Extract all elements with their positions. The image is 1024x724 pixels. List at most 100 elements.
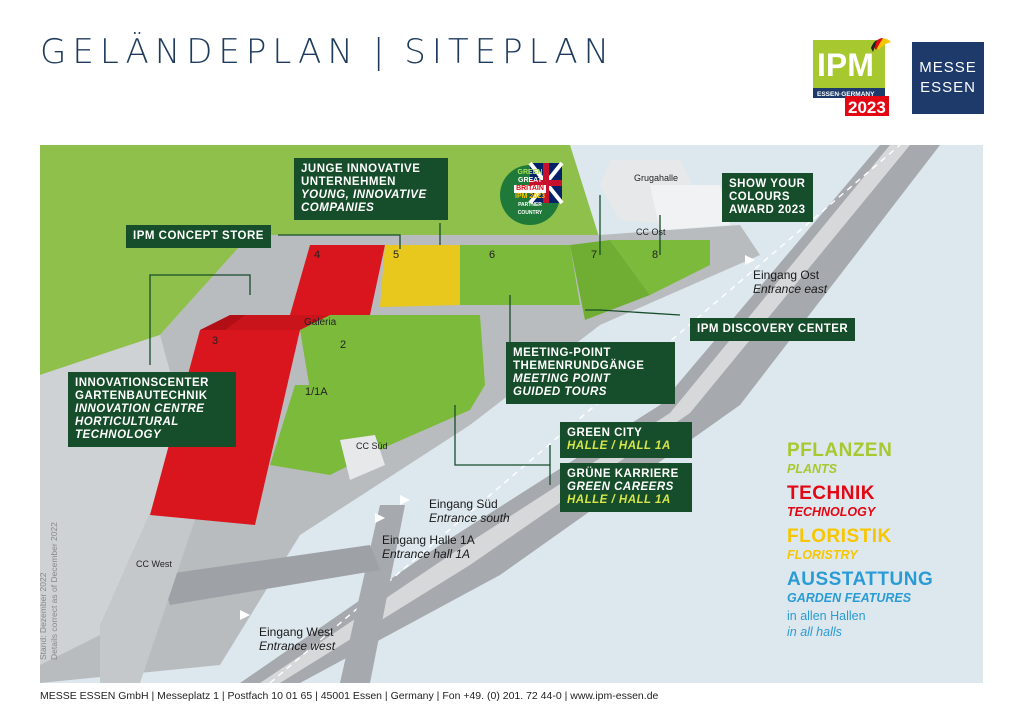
entrance-east-en: Entrance east [753,282,828,296]
hall-2-label: 2 [340,339,347,351]
meeting-en1: MEETING POINT [513,373,611,385]
hall-4-label: 4 [314,249,321,261]
entrance-south-en: Entrance south [429,511,510,525]
galeria-label: Galeria [304,317,337,328]
badge-line5: PARTNER [518,202,542,208]
legend: PFLANZEN PLANTS TECHNIK TECHNOLOGY FLORI… [787,440,987,640]
legend-plants: PLANTS [787,462,837,476]
cc-west-label: CC West [136,559,172,569]
stand-note: Stand: Dezember 2022 Details correct as … [38,522,60,660]
entrance-south-arrow-1 [400,495,410,505]
hall-5 [380,245,460,307]
ipm-logo: IPM ESSEN·GERMANY 2023 [813,38,891,117]
ipm-logo-name: IPM [817,47,874,83]
title-separator: | [372,32,391,72]
badge-line3: BRITAIN [514,185,546,193]
hall-6 [460,245,580,305]
hall-8-label: 8 [652,249,659,261]
leader-discovery [585,309,681,316]
flag-cross-h [530,180,562,186]
meeting-de2: THEMENRUNDGÄNGE [513,360,645,372]
ipm-logo-leaf-red [873,38,883,50]
entrance-east-label: Eingang Ost Entrance east [753,268,827,296]
innov-en3: TECHNOLOGY [75,429,162,441]
entrance-hall1a-arrow [375,513,385,523]
leader-concept [278,234,401,249]
stand-de: Stand: Dezember 2022 [38,572,48,660]
entrance-east-arrow [745,255,755,265]
callout-discovery-center: IPM DISCOVERY CENTER [690,318,856,341]
meeting-en2: GUIDED TOURS [513,386,607,398]
discovery-label: IPM DISCOVERY CENTER [697,323,849,335]
ipm-logo-leaf-black [871,40,877,52]
show-l1: SHOW YOUR [729,178,806,190]
cc-sued-building [340,435,385,480]
hall-1-1a [270,385,485,475]
entrance-south-de: Eingang Süd [429,497,498,511]
cc-sued-label: CC Süd [356,441,388,451]
entrance-hall1a-label: Eingang Halle 1A Entrance hall 1A [382,533,475,561]
legend-pflanzen: PFLANZEN [787,440,893,461]
entrance-west-en: Entrance west [259,639,336,653]
callout-concept-store: IPM CONCEPT STORE [126,225,271,248]
callout-gruene-karriere: GRÜNE KARRIERE GREEN CAREERS HALLE / HAL… [560,463,692,512]
hall-8 [610,240,710,295]
badge-line4: IPM 2023 [515,193,545,200]
legend-all-en: in all halls [787,625,842,639]
badge-line6: COUNTRY [517,210,543,216]
site-map: GREEN GREAT BRITAIN IPM 2023 PARTNER COU… [40,145,983,683]
legend-floristik: FLORISTIK [787,526,892,547]
legend-technik: TECHNIK [787,483,875,504]
hall-2 [300,315,485,390]
site-map-svg [40,145,983,683]
badge-line1: GREEN [517,169,543,176]
ipm-logo-sub: ESSEN·GERMANY [817,91,875,98]
careers-de: GRÜNE KARRIERE [567,468,679,480]
ipm-logo-year: 2023 [848,98,886,117]
legend-garden-features: GARDEN FEATURES [787,591,912,605]
leader-green-city [454,405,551,466]
footer-address: MESSE ESSEN GmbH | Messeplatz 1 | Postfa… [40,690,659,702]
callout-show-your-colours: SHOW YOUR COLOURS AWARD 2023 [722,173,813,222]
badge-line2: GREAT [518,177,542,184]
ipm-logo-red-block [845,96,889,116]
entrance-west-label: Eingang West Entrance west [259,625,335,653]
innov-en1: INNOVATION CENTRE [75,403,205,415]
hall-7-label: 7 [591,249,598,261]
green-city-hall: HALLE / HALL 1A [567,440,671,452]
title-en: SITEPLAN [404,32,616,72]
meeting-de1: MEETING-POINT [513,347,611,359]
hall-1-1a-label: 1/1A [305,386,328,398]
ipm-logo-blue-bar [813,88,885,98]
main-road [240,145,940,683]
entrance-west-de: Eingang West [259,625,334,639]
junge-de2: UNTERNEHMEN [301,176,396,188]
show-l2: COLOURS [729,191,790,203]
legend-all-de: in allen Hallen [787,609,866,623]
messe-line1: MESSE [919,59,977,76]
junge-en2: COMPANIES [301,202,375,214]
concept-store-label: IPM CONCEPT STORE [133,230,264,242]
callout-meeting-point: MEETING-POINT THEMENRUNDGÄNGE MEETING PO… [506,342,675,404]
stand-en: Details correct as of December 2022 [49,522,59,660]
messe-line2: ESSEN [920,79,976,96]
hall-7 [570,240,650,320]
cross-road [160,545,380,605]
junge-en1: YOUNG, INNOVATIVE [301,189,427,201]
callout-green-city: GREEN CITY HALLE / HALL 1A [560,422,692,458]
grugahalle-label: Grugahalle [634,173,679,183]
page-title: GELÄNDEPLAN | SITEPLAN [40,32,615,72]
legend-ausstattung: AUSSTATTUNG [787,569,934,590]
legend-floristry: FLORISTRY [787,548,858,562]
britain-badge-text: GREEN GREAT BRITAIN IPM 2023 PARTNER COU… [502,169,558,217]
leader-innovation [149,274,251,365]
entrance-west-arrow [240,610,250,620]
side-road [340,505,405,683]
hall-6-label: 6 [489,249,496,261]
callout-innovationscenter: INNOVATIONSCENTER GARTENBAUTECHNIK INNOV… [68,372,236,447]
innov-de2: GARTENBAUTECHNIK [75,390,208,402]
hall-4 [290,245,385,315]
title-de: GELÄNDEPLAN [40,32,359,72]
hall-3-label: 3 [212,335,219,347]
park-area [40,145,600,375]
